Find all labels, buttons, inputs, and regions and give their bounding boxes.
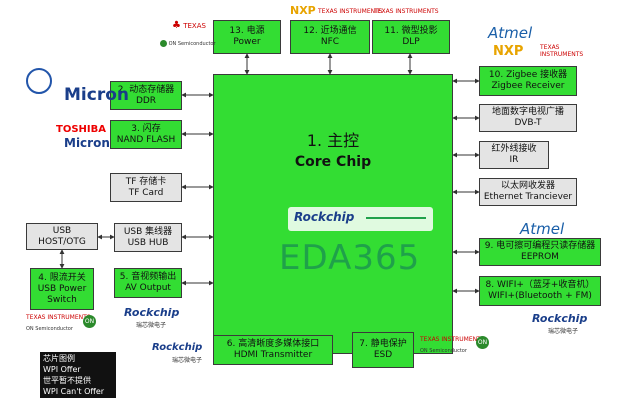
tf-card-block: TF 存储卡 TF Card: [110, 173, 182, 202]
nxp-logo-top: NXP: [290, 4, 316, 17]
legend-line-2: WPI Offer: [43, 365, 81, 374]
ddr-block: 2. 动态存储器 DDR: [110, 81, 182, 110]
rockchip-logo-wifi: Rockchip: [532, 312, 588, 325]
usb-hub-block: USB 集线器 USB HUB: [114, 223, 182, 252]
nand-flash-block: 3. 闪存 NAND FLASH: [110, 120, 182, 149]
atmel-logo-top: Atmel: [488, 24, 533, 42]
rockchip-logo-av: Rockchip: [124, 306, 180, 319]
on-badge-esd: ON: [476, 336, 489, 349]
legend-line-4: WPI Can't Offer: [43, 387, 105, 396]
on-badge-left: ON: [83, 315, 96, 328]
watermark-eda365: EDA365: [279, 238, 421, 278]
on-semi-logo-left: ON Semiconductor: [26, 326, 73, 332]
dlp-block: 11. 微型投影 DLP: [372, 20, 450, 54]
dvbt-block: 地面数字电视广播 DVB-T: [479, 104, 577, 132]
nxp-logo-right: NXP: [493, 44, 524, 59]
power-block: 13. 电源 Power: [213, 20, 281, 54]
rockchip-logo-hdmi: Rockchip: [152, 342, 203, 353]
rockchip-cn-hdmi: 瑞芯微电子: [172, 357, 203, 364]
usb-host-otg-block: USB HOST/OTG: [26, 223, 98, 250]
ethernet-block: 以太网收发器 Ethernet Tranciever: [479, 178, 577, 206]
watermark-logo-plate: Rockchip: [288, 207, 433, 231]
usb-power-switch-block: 4. 限流开关 USB Power Switch: [30, 268, 94, 310]
circuit-trace-icon: [366, 217, 426, 219]
on-semi-logo-esd: ON Semiconductor: [420, 348, 467, 354]
legend-line-1: 芯片图例: [43, 354, 75, 363]
ti-bull-icon: ♣: [172, 20, 181, 31]
eeprom-block: 9. 电可擦可编程只读存储器 EEPROM: [479, 238, 601, 266]
on-semi-logo-top: ON Semiconductor: [160, 40, 216, 47]
rockchip-cn-wifi: 瑞芯微电子: [548, 328, 579, 335]
ti-logo-top: ♣ TEXAS: [172, 20, 206, 31]
ti-logo-left: TEXAS INSTRUMENTS: [26, 314, 91, 321]
ti-logo-right: TEXAS INSTRUMENTS: [540, 44, 584, 58]
ti-logo-dlp: TEXAS INSTRUMENTS: [374, 8, 439, 15]
vendor-emblem-icon: [26, 68, 52, 94]
zigbee-block: 10. Zigbee 接收器 Zigbee Receiver: [479, 66, 577, 96]
legend-line-3: 世平暂不提供: [43, 376, 91, 385]
hdmi-block: 6. 高清晰度多媒体接口 HDMI Transmitter: [213, 335, 333, 365]
ti-logo-nfc: TEXAS INSTRUMENTS: [318, 8, 383, 15]
atmel-logo-eeprom: Atmel: [520, 220, 565, 238]
legend-box: 芯片图例 WPI Offer 世平暂不提供 WPI Can't Offer: [40, 352, 116, 398]
wifi-block: 8. WIFI+（蓝牙+收音机） WIFI+(Bluetooth + FM): [479, 276, 601, 306]
esd-block: 7. 静电保护 ESD: [352, 332, 414, 368]
watermark-rockchip: Rockchip: [294, 210, 355, 224]
ti-logo-esd: TEXAS INSTRUMENTS: [420, 336, 485, 343]
micron-logo-top: Micron: [64, 85, 129, 105]
toshiba-logo: TOSHIBA: [56, 124, 106, 135]
core-chip-title-en: Core Chip: [294, 154, 372, 170]
core-chip-title-cn: 1. 主控: [306, 131, 360, 150]
rockchip-cn-av: 瑞芯微电子: [136, 322, 167, 329]
nfc-block: 12. 近场通信 NFC: [290, 20, 370, 54]
micron-logo-bottom: Micron: [64, 136, 110, 150]
av-output-block: 5. 音视频输出 AV Output: [114, 268, 182, 298]
on-semi-icon: [160, 40, 167, 47]
ir-block: 红外线接收 IR: [479, 141, 549, 169]
